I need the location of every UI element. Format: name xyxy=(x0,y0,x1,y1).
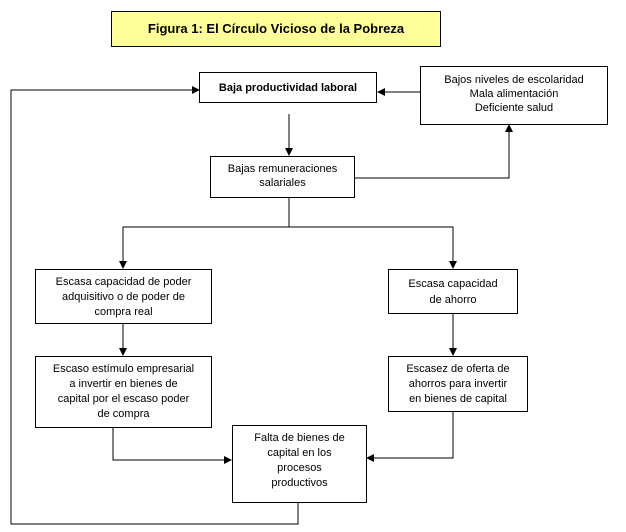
node-label: de ahorro xyxy=(429,294,477,306)
node-oferta-ahorros: Escasez de oferta de ahorros para invert… xyxy=(388,356,528,412)
node-factores: Bajos niveles de escolaridad Mala alimen… xyxy=(420,66,608,125)
node-label: Deficiente salud xyxy=(474,102,554,114)
node-label: Bajos niveles de escolaridad xyxy=(444,74,584,86)
node-label: de compra xyxy=(97,408,150,420)
node-label: Falta de bienes de xyxy=(254,432,345,444)
node-label: procesos xyxy=(277,462,322,474)
node-label: productivos xyxy=(271,477,328,489)
node-label: Bajas remuneraciones xyxy=(227,163,338,175)
node-baja-productividad: Baja productividad laboral xyxy=(199,72,377,103)
node-label: Baja productividad laboral xyxy=(218,82,358,94)
arrow-remuneraciones-to-factores xyxy=(355,124,513,179)
node-label: Mala alimentación xyxy=(469,88,559,100)
node-label: capital por el escaso poder xyxy=(57,393,190,405)
node-ahorro: Escasa capacidad de ahorro xyxy=(388,269,518,314)
arrow-remuneraciones-to-poder-compra xyxy=(119,198,290,269)
node-label: a invertir en bienes de xyxy=(69,378,178,390)
figure-title: Figura 1: El Círculo Vicioso de la Pobre… xyxy=(111,11,441,47)
node-label: adquisitivo o de poder de xyxy=(62,291,185,303)
node-bajas-remuneraciones: Bajas remuneraciones salariales xyxy=(210,156,355,198)
node-label: Escaso estímulo empresarial xyxy=(52,363,195,375)
node-label: Escasa capacidad de poder xyxy=(55,276,192,288)
arrow-remuneraciones-to-ahorro xyxy=(289,226,457,269)
node-label: Escasez de oferta de xyxy=(406,363,510,375)
node-label: salariales xyxy=(259,177,306,189)
node-label: en bienes de capital xyxy=(409,393,507,405)
node-poder-compra: Escasa capacidad de poder adquisitivo o … xyxy=(35,269,212,324)
node-bienes-capital: Falta de bienes de capital en los proces… xyxy=(232,425,367,503)
arrow-oferta-to-bienes-capital xyxy=(366,412,454,462)
node-label: compra real xyxy=(94,306,153,318)
arrow-estimulo-to-bienes-capital xyxy=(112,428,232,464)
node-estimulo-empresarial: Escaso estímulo empresarial a invertir e… xyxy=(35,356,212,428)
node-label: Escasa capacidad xyxy=(408,278,498,290)
node-label: ahorros para invertir xyxy=(408,378,508,390)
node-label: capital en los xyxy=(267,447,332,459)
arrow-bienes-capital-to-productividad xyxy=(10,86,299,525)
